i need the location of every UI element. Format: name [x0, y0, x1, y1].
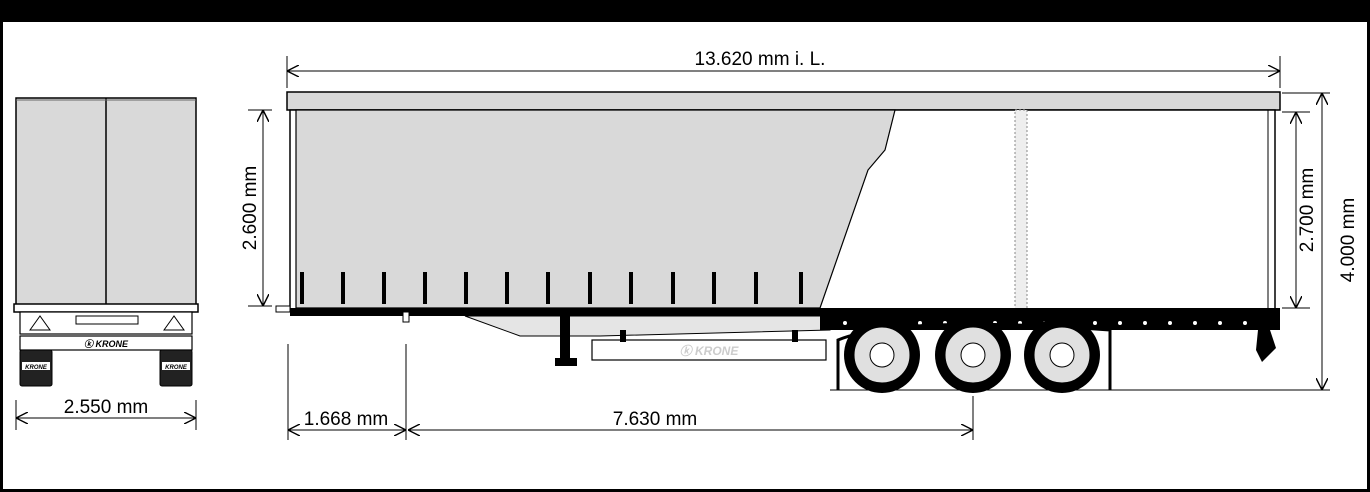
side-view: ⓚ KRONE [275, 91, 1281, 393]
top-bar [0, 0, 1370, 22]
side-height-label: 2.600 mm [240, 166, 261, 250]
wheelbase-label: 7.630 mm [613, 409, 697, 430]
kingpin-offset-label: 1.668 mm [304, 409, 388, 430]
length-label: 13.620 mm i. L. [695, 49, 826, 70]
svg-text:KRONE: KRONE [165, 365, 188, 371]
total-height-label: 4.000 mm [1338, 198, 1359, 282]
side-logo: ⓚ KRONE [680, 344, 740, 358]
kingpin-offset-dimension: 1.668 mm [287, 344, 407, 440]
wheelbase-dimension: 7.630 mm [408, 396, 974, 440]
rear-logo: ⓚ KRONE [84, 339, 129, 349]
svg-text:KRONE: KRONE [25, 365, 48, 371]
rear-view: ⓚ KRONE KRONE KRONE [13, 97, 199, 387]
inner-height-label: 2.700 mm [1297, 168, 1318, 252]
width-label: 2.550 mm [64, 397, 148, 418]
curtain-buckles [300, 272, 803, 304]
length-dimension: 13.620 mm i. L. [286, 49, 1281, 88]
wheels [844, 317, 1100, 393]
total-height-dimension: 4.000 mm [830, 92, 1359, 391]
side-height-dimension: 2.600 mm [240, 109, 272, 307]
inner-height-dimension: 2.700 mm [1282, 111, 1318, 309]
width-dimension: 2.550 mm [15, 397, 197, 430]
